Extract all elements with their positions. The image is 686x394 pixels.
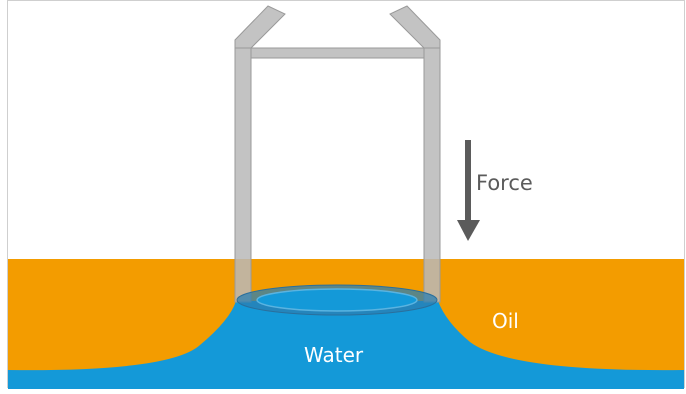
force-arrow [457, 140, 480, 241]
probe-ring-inner [256, 288, 418, 312]
force-label: Force [476, 171, 533, 195]
oil-label: Oil [492, 309, 519, 333]
water-label: Water [304, 343, 364, 367]
water-body [8, 301, 684, 389]
